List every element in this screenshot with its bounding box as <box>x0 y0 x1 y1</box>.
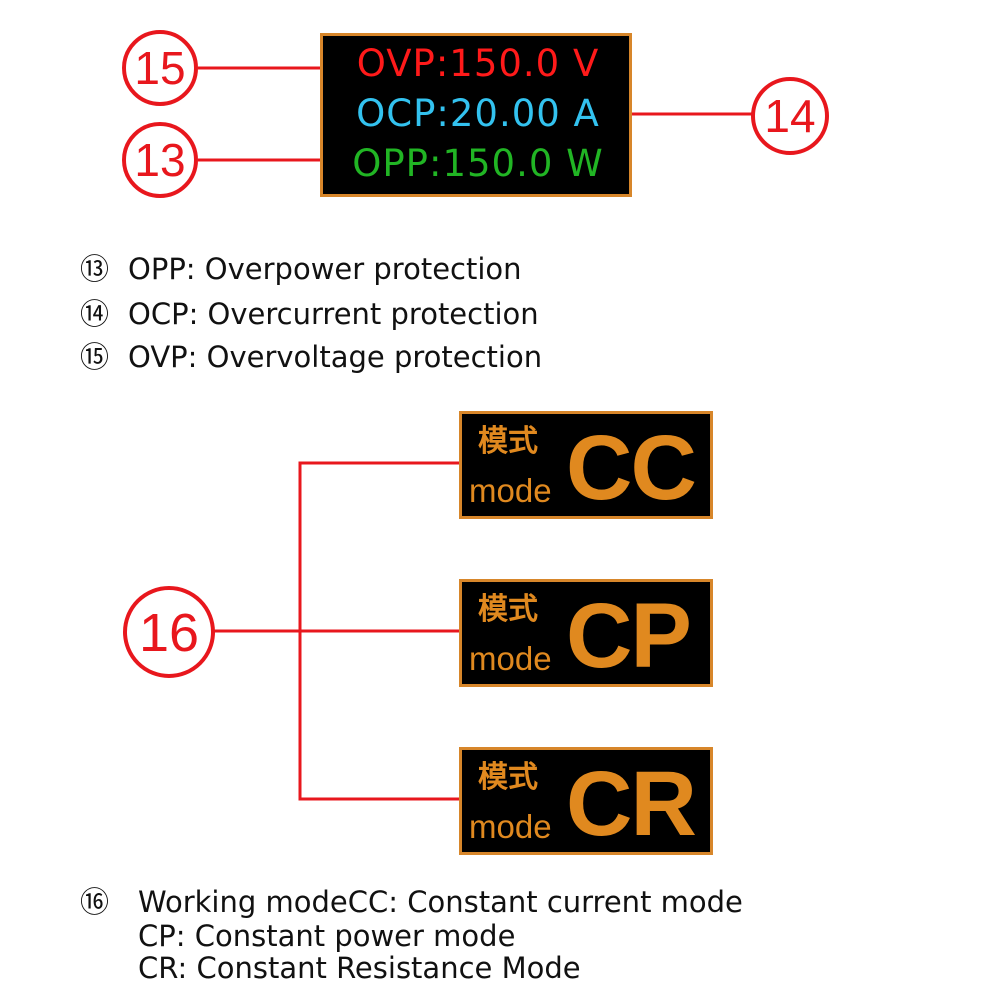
callout-circle-13 <box>122 122 198 198</box>
mode-legend-line-cc: Working modeCC: Constant current mode <box>138 885 743 919</box>
mode-code-cc: CC <box>566 417 697 519</box>
legend-item-opp: ⑬ OPP: Overpower protection <box>80 251 522 287</box>
connector-16-bracket <box>298 461 459 801</box>
legend-item-ovp: ⑮ OVP: Overvoltage protection <box>80 339 542 375</box>
callout-number-13: 13 <box>134 134 185 186</box>
callout-circle-14 <box>751 77 829 155</box>
legend-marker-16: ⑯ <box>80 885 110 919</box>
mode-screen-cc: 模式 mode CC <box>459 411 713 519</box>
mode-code-cr: CR <box>566 753 697 855</box>
callout-number-15: 15 <box>134 42 185 94</box>
mode-screen-cr: 模式 mode CR <box>459 747 713 855</box>
mode-label-cn: 模式 <box>478 592 538 627</box>
protection-screen: OVP:150.0 V OCP:20.00 A OPP:150.0 W <box>320 33 632 197</box>
legend-text-opp: OPP: Overpower protection <box>128 252 522 286</box>
mode-legend-line-cp: CP: Constant power mode <box>138 919 516 953</box>
legend-item-ocp: ⑭ OCP: Overcurrent protection <box>80 296 539 332</box>
mode-legend-line-cr: CR: Constant Resistance Mode <box>138 951 581 985</box>
mode-screen-cp: 模式 mode CP <box>459 579 713 687</box>
legend-text-ocp: OCP: Overcurrent protection <box>128 297 539 331</box>
mode-label-en: mode <box>469 472 552 509</box>
mode-label-cn: 模式 <box>478 760 538 795</box>
legend-marker-15: ⑮ <box>80 340 110 374</box>
opp-readout: OPP:150.0 W <box>352 142 604 185</box>
mode-code-cp: CP <box>566 585 692 687</box>
callout-number-14: 14 <box>764 90 815 142</box>
ocp-readout: OCP:20.00 A <box>356 92 600 135</box>
callout-circle-15 <box>122 30 198 106</box>
callout-number-16: 16 <box>139 603 199 663</box>
mode-label-en: mode <box>469 640 552 677</box>
mode-label-en: mode <box>469 808 552 845</box>
legend-marker-14: ⑭ <box>80 297 110 331</box>
ovp-readout: OVP:150.0 V <box>356 42 600 85</box>
mode-label-cn: 模式 <box>478 424 538 459</box>
legend-text-ovp: OVP: Overvoltage protection <box>128 340 543 374</box>
legend-marker-13: ⑬ <box>80 252 110 286</box>
callout-circle-16 <box>123 586 215 678</box>
